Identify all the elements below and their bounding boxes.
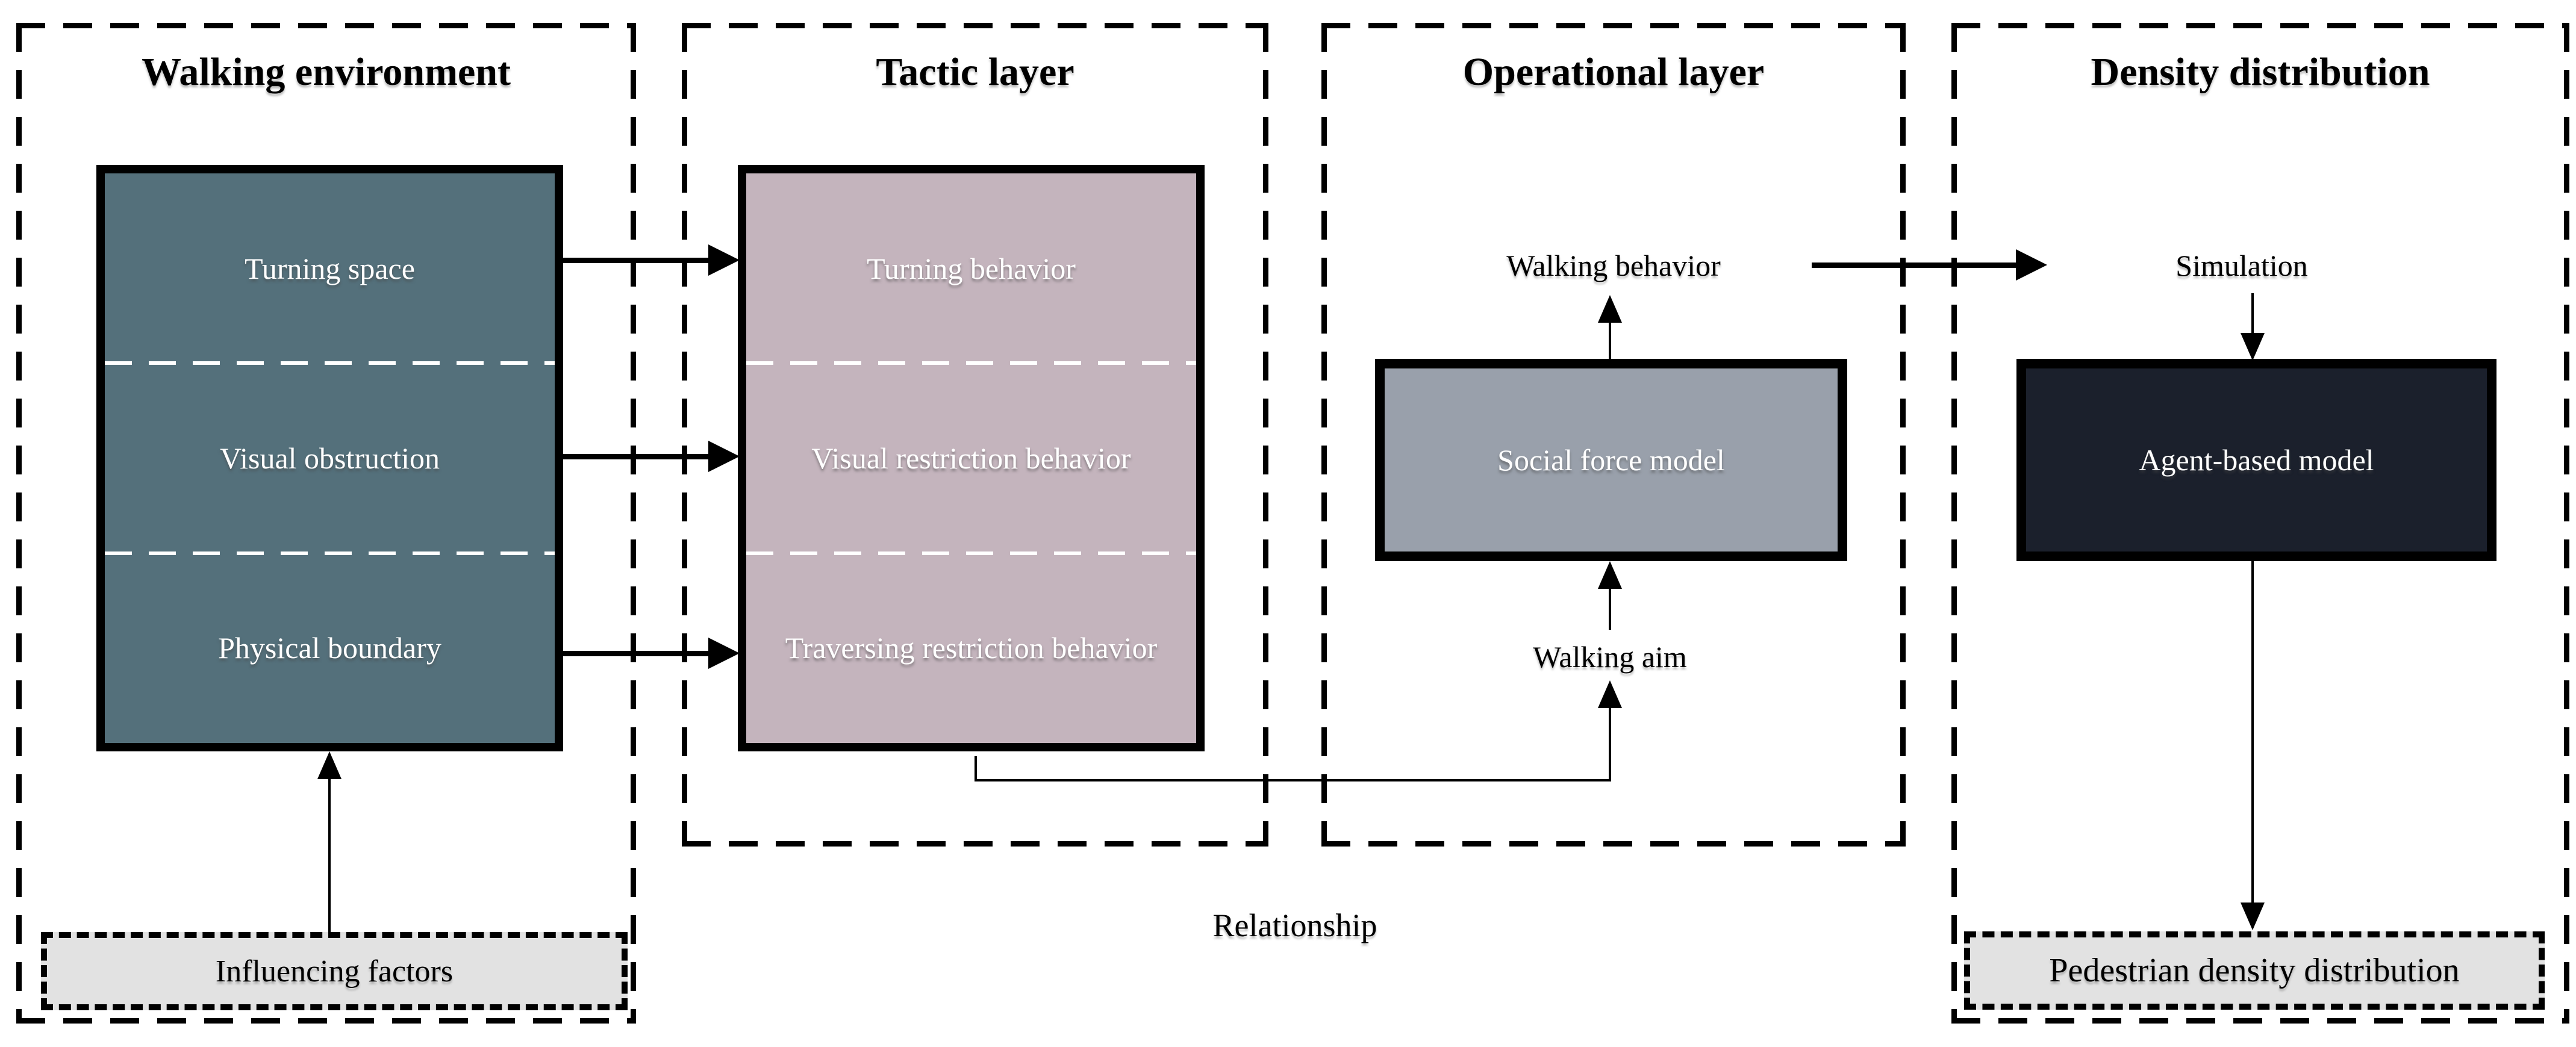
arrow-shaft	[563, 651, 709, 656]
row-visual-restriction-behavior: Visual restriction behavior	[811, 441, 1131, 475]
panel1-border-right	[631, 23, 636, 1024]
panel3-border-top	[1321, 23, 1906, 28]
arrow-shaft	[563, 454, 709, 459]
walking-behavior-label: Walking behavior	[1506, 249, 1721, 282]
panel3-border-right	[1900, 23, 1906, 847]
row-traversing-restriction-behavior: Traversing restriction behavior	[785, 631, 1158, 665]
environment-factors-box: Turning space Visual obstruction Physica…	[96, 165, 563, 751]
panel2-border-right	[1263, 23, 1268, 847]
arrow-up-icon	[1598, 680, 1622, 708]
panel1-border-left	[16, 23, 22, 1024]
panel1-border-top	[16, 23, 636, 28]
panel1-border-bottom	[16, 1018, 636, 1024]
panel2-border-bottom	[682, 841, 1268, 847]
arrow-right-icon	[2016, 249, 2047, 281]
arrow-shaft	[328, 778, 331, 932]
panel3-border-bottom	[1321, 841, 1906, 847]
panel4-border-top	[1951, 23, 2569, 28]
tactic-behavior-rows: Turning behavior Visual restriction beha…	[746, 173, 1196, 743]
arrow-up-icon	[317, 751, 341, 779]
panel4-title: Density distribution	[2091, 50, 2430, 94]
panel2-border-left	[682, 23, 687, 847]
arrow-shaft	[2251, 293, 2254, 334]
relationship-label: Relationship	[1212, 907, 1377, 943]
arrow-right-icon	[708, 638, 740, 669]
arrow-up-icon	[1598, 295, 1622, 323]
connector-horizontal	[975, 779, 1611, 781]
arrow-up-icon	[1598, 561, 1622, 589]
row-physical-boundary: Physical boundary	[218, 631, 441, 665]
panel2-title: Tactic layer	[876, 50, 1074, 94]
pedestrian-density-box: Pedestrian density distribution	[1964, 931, 2545, 1010]
white-dashed-separator-1	[746, 361, 1196, 365]
arrow-shaft	[1812, 263, 2016, 268]
white-dashed-separator-2	[746, 551, 1196, 555]
social-force-model-box: Social force model	[1375, 359, 1847, 561]
panel3-border-left	[1321, 23, 1327, 847]
walking-aim-label: Walking aim	[1533, 640, 1687, 674]
connector-riser	[1609, 708, 1611, 781]
arrow-shaft	[2251, 561, 2254, 903]
panel1-title: Walking environment	[141, 50, 511, 94]
white-dashed-separator-2	[105, 551, 555, 555]
arrow-right-icon	[708, 441, 740, 472]
environment-factors-rows: Turning space Visual obstruction Physica…	[105, 173, 555, 743]
influencing-factors-box: Influencing factors	[41, 932, 628, 1010]
arrow-down-icon	[2241, 333, 2265, 361]
panel4-border-left	[1951, 23, 1957, 1024]
arrow-shaft	[563, 258, 709, 263]
row-turning-behavior: Turning behavior	[867, 251, 1076, 285]
panel4-border-bottom	[1951, 1018, 2569, 1024]
arrow-right-icon	[708, 244, 740, 276]
arrow-shaft	[1609, 322, 1611, 359]
tactic-behavior-box: Turning behavior Visual restriction beha…	[738, 165, 1205, 751]
row-visual-obstruction: Visual obstruction	[219, 441, 440, 475]
agent-based-model-box: Agent-based model	[2016, 359, 2496, 561]
white-dashed-separator-1	[105, 361, 555, 365]
row-turning-space: Turning space	[245, 251, 415, 285]
simulation-label: Simulation	[2175, 249, 2308, 282]
connector-stub	[975, 756, 977, 781]
panel2-border-top	[682, 23, 1268, 28]
arrow-shaft	[1609, 588, 1611, 630]
panel4-border-right	[2564, 23, 2569, 1024]
panel3-title: Operational layer	[1462, 50, 1765, 94]
arrow-down-icon	[2241, 903, 2265, 930]
